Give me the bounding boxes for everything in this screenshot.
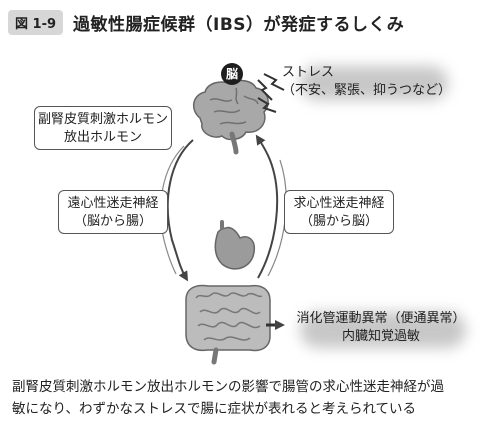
- intestines-icon: [185, 284, 271, 365]
- stress-label-line1: ストレス: [282, 65, 335, 80]
- stress-lightning-icon: [257, 73, 285, 113]
- efferent-box-line1: 遠心性迷走神経: [67, 196, 159, 211]
- stomach-icon: [214, 220, 256, 270]
- hormone-box: 副腎皮質刺激ホルモン 放出ホルモン: [34, 106, 172, 150]
- caption-line2: 敏になり、わずかなストレスで腸に症状が表れると考えられている: [12, 401, 417, 417]
- stress-label: ストレス （不安、緊張、抑うつなど）: [282, 64, 472, 100]
- figure-title: 過敏性腸症候群（IBS）が発症するしくみ: [73, 14, 405, 35]
- efferent-arrow-shadow: [160, 145, 185, 275]
- symptoms-blur-decoration: [300, 312, 466, 348]
- brain-label-badge: 脳: [221, 63, 243, 85]
- efferent-box-line2: （脳から腸）: [73, 214, 152, 229]
- afferent-vagus-box: 求心性迷走神経 （腸から脳）: [284, 190, 394, 234]
- brain-icon: [193, 79, 269, 155]
- symptoms-label: 消化管運動異常（便通異常） 内臓知覚過敏: [286, 310, 476, 346]
- symptoms-label-line2: 内臓知覚過敏: [341, 329, 420, 344]
- figure-header: 図 1-9 過敏性腸症候群（IBS）が発症するしくみ: [8, 8, 404, 36]
- hormone-box-line1: 副腎皮質刺激ホルモン: [37, 112, 168, 127]
- efferent-vagus-box: 遠心性迷走神経 （脳から腸）: [58, 190, 168, 234]
- hormone-box-line2: 放出ホルモン: [63, 130, 142, 145]
- symptoms-label-line1: 消化管運動異常（便通異常）: [296, 311, 466, 326]
- afferent-box-line1: 求心性迷走神経: [293, 196, 385, 211]
- figure-number-badge: 図 1-9: [8, 9, 64, 35]
- stress-label-line2: （不安、緊張、抑うつなど）: [282, 83, 452, 98]
- caption-line1: 副腎皮質刺激ホルモン放出ホルモンの影響で腸管の求心性迷走神経が過: [12, 379, 444, 395]
- afferent-arrow: [255, 134, 279, 279]
- figure-caption: 副腎皮質刺激ホルモン放出ホルモンの影響で腸管の求心性迷走神経が過 敏になり、わず…: [12, 376, 472, 420]
- afferent-box-line2: （腸から脳）: [299, 214, 378, 229]
- stress-blur-decoration: [300, 66, 448, 100]
- efferent-arrow: [166, 139, 194, 282]
